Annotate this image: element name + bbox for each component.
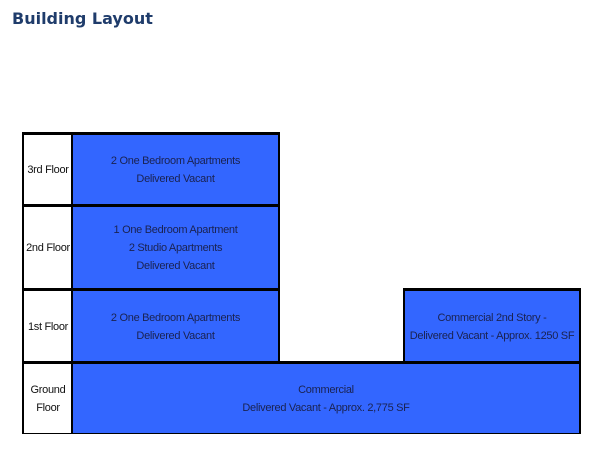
border-apartments-right	[278, 132, 280, 363]
border-2nd-1st	[22, 288, 280, 291]
border-top-commercial-2nd	[403, 288, 581, 291]
floor-label-ground: Ground Floor	[22, 364, 72, 434]
floor-label-2nd: 2nd Floor	[22, 207, 72, 289]
border-1st-ground	[22, 361, 581, 364]
border-label-divider	[71, 132, 73, 434]
floor-label-1st: 1st Floor	[22, 291, 72, 362]
floor-label-3rd: 3rd Floor	[22, 134, 72, 205]
unit-1st-floor-apartments: 2 One Bedroom Apartments Delivered Vacan…	[72, 291, 279, 362]
unit-2nd-floor-apartments: 1 One Bedroom Apartment 2 Studio Apartme…	[72, 207, 279, 289]
border-commercial-2nd-left	[403, 288, 405, 363]
unit-1st-floor-commercial: Commercial 2nd Story - Delivered Vacant …	[404, 291, 580, 362]
page-title: Building Layout	[12, 9, 153, 28]
unit-ground-floor-commercial: Commercial Delivered Vacant - Approx. 2,…	[72, 364, 580, 434]
border-3rd-2nd	[22, 204, 280, 207]
border-left	[22, 132, 24, 434]
border-right	[579, 288, 581, 434]
unit-3rd-floor-apartments: 2 One Bedroom Apartments Delivered Vacan…	[72, 134, 279, 205]
border-bottom	[22, 433, 581, 434]
border-top-3rd	[22, 132, 280, 135]
